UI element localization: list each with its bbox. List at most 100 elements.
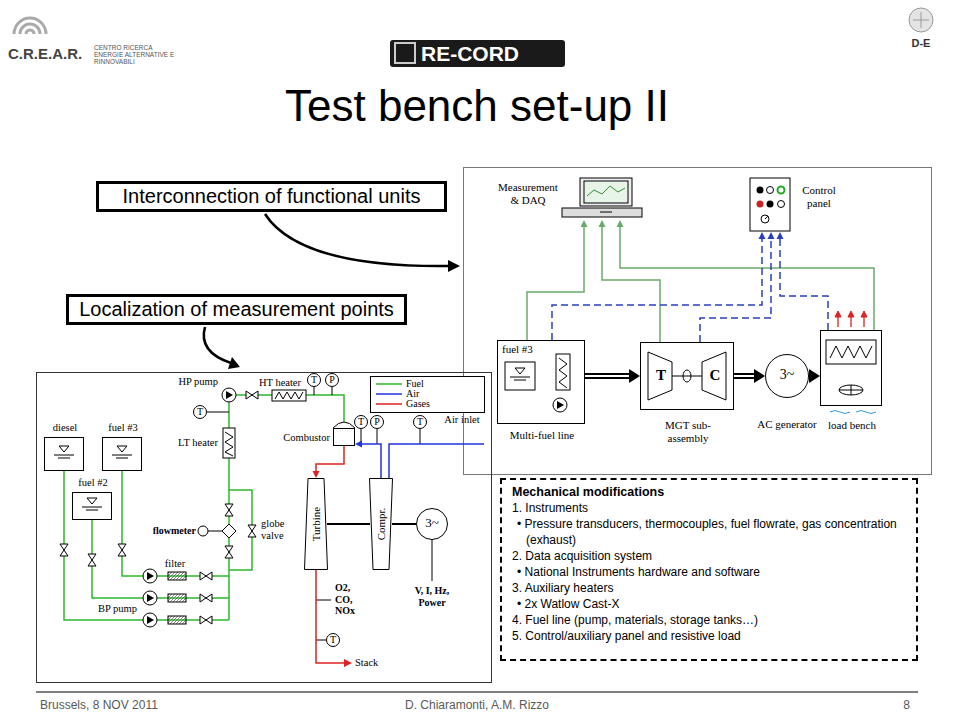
- fuel-tank: fuel #2: [72, 492, 112, 520]
- load-bench-box: load bench: [820, 330, 882, 406]
- flowmeter-symbol: [198, 524, 236, 538]
- combustor-box: Combustor: [333, 428, 355, 446]
- label-text: O2, CO, NOx: [335, 582, 363, 617]
- valve-symbol: [60, 391, 258, 624]
- instrument-circle: P: [325, 373, 339, 387]
- connector-line: [361, 444, 381, 478]
- connector-line: [734, 373, 755, 379]
- connector: [700, 232, 775, 342]
- connector: [585, 369, 640, 383]
- connector: [527, 220, 588, 340]
- node-text: T: [326, 633, 340, 647]
- instrument-circle: T: [307, 373, 321, 387]
- connector-line: [327, 523, 370, 525]
- callout-box: Localization of measurement points: [66, 294, 407, 325]
- connector: [355, 441, 381, 479]
- slide-title: Test bench set-up II: [0, 80, 954, 132]
- node-text: Combustor: [276, 432, 330, 444]
- fuel-line-icon: [505, 354, 570, 412]
- legend-box: [371, 377, 485, 413]
- notes-box: Mechanical modifications1. Instruments • …: [500, 478, 918, 661]
- node-text: 2. Data acquisition system: [512, 548, 906, 564]
- node-text: 3. Auxiliary heaters: [512, 580, 906, 596]
- node-text: 4. Fuel line (pump, materials, storage t…: [512, 612, 906, 628]
- de-logo: [909, 8, 933, 32]
- control-panel-icon: [750, 178, 790, 231]
- node-text: load bench: [827, 419, 877, 432]
- instrument-circle: T: [326, 633, 340, 647]
- node-text: P: [370, 415, 384, 429]
- fuel-tank: fuel #3: [102, 437, 142, 471]
- mgt-box: TCMGT sub-assembly: [640, 342, 734, 410]
- node-text: 5. Control/auxiliary panel and resistive…: [512, 628, 906, 644]
- node-text: fuel #3: [98, 422, 148, 434]
- connector: [599, 220, 661, 342]
- monitor-icon: [562, 178, 642, 217]
- generator-circle: 3~: [416, 508, 448, 540]
- instrument-stub: [207, 387, 432, 640]
- label-text: D. Chiaramonti, A.M. Rizzo: [327, 699, 627, 713]
- arrow-head: [355, 441, 362, 448]
- node-text: C: [707, 367, 723, 384]
- node-text: fuel #3: [502, 343, 552, 356]
- label-text: Stack: [355, 657, 389, 669]
- label-text: BP pump: [98, 603, 144, 615]
- measurement-panel: [37, 373, 492, 683]
- compressor-shape: Compr.: [369, 478, 393, 570]
- label-text: Air inlet: [444, 414, 480, 426]
- legend-text: Air: [406, 388, 466, 400]
- node-text: T: [354, 415, 368, 429]
- node-text: Turbine: [310, 507, 323, 541]
- turbine-shape: Turbine: [304, 478, 328, 570]
- connector: [392, 524, 416, 525]
- connector-line: [392, 523, 416, 525]
- arrow-head: [617, 220, 624, 227]
- node-text: MGT sub-assembly: [653, 419, 723, 444]
- node-text: P: [325, 373, 339, 387]
- label-text: HT heater: [256, 377, 304, 389]
- label-text: LT heater: [164, 437, 218, 449]
- tank-level-symbol: [54, 446, 132, 510]
- connector-line: [585, 375, 630, 377]
- connector: [313, 446, 345, 478]
- node-text: Localization of measurement points: [75, 297, 398, 322]
- node-text: 1. Instruments: [512, 500, 906, 516]
- label-text: globe valve: [261, 518, 295, 542]
- label-text: 8: [870, 699, 910, 713]
- node-text: Mechanical modifications: [512, 484, 906, 500]
- label-text: Brussels, 8 NOV 2011: [40, 699, 260, 713]
- interconnection-panel: [464, 168, 932, 475]
- node-text: Measurement & DAQ: [493, 181, 563, 206]
- callout-arrow: [204, 214, 450, 363]
- arrow-head: [754, 369, 765, 383]
- load-bench-icon: [826, 340, 876, 414]
- filter-symbol: [168, 572, 186, 624]
- footer-rule: [36, 692, 918, 693]
- arrow-head: [313, 471, 320, 478]
- callout-box: Interconnection of functional units: [96, 181, 447, 212]
- connector-line: [780, 238, 828, 330]
- node-text: diesel: [40, 422, 90, 434]
- fuel-tank: diesel: [44, 437, 84, 471]
- label-text: V, I, Hz, Power: [402, 585, 462, 608]
- arrow-head: [809, 369, 820, 383]
- legend-text: Gases: [406, 398, 466, 410]
- connector: [734, 369, 765, 383]
- label-text: C.R.E.A.R.: [8, 45, 92, 62]
- node-text: T: [413, 415, 427, 429]
- node-text: AC generator: [757, 418, 817, 431]
- connector-line: [734, 375, 755, 377]
- label-text: flowmeter: [144, 525, 196, 537]
- node-text: • National Instruments hardware and soft…: [512, 564, 906, 580]
- label-text: RE-CORD: [421, 41, 561, 66]
- connector-line: [527, 226, 584, 340]
- arrow-head: [777, 232, 784, 239]
- instrument-circle: T: [413, 415, 427, 429]
- connector: [327, 524, 370, 525]
- label-text: HP pump: [164, 376, 218, 388]
- node-text: Multi-fuel line: [492, 429, 592, 442]
- arrow-head: [629, 369, 640, 383]
- node-text: T: [193, 405, 207, 419]
- node-text: Control panel: [796, 184, 842, 209]
